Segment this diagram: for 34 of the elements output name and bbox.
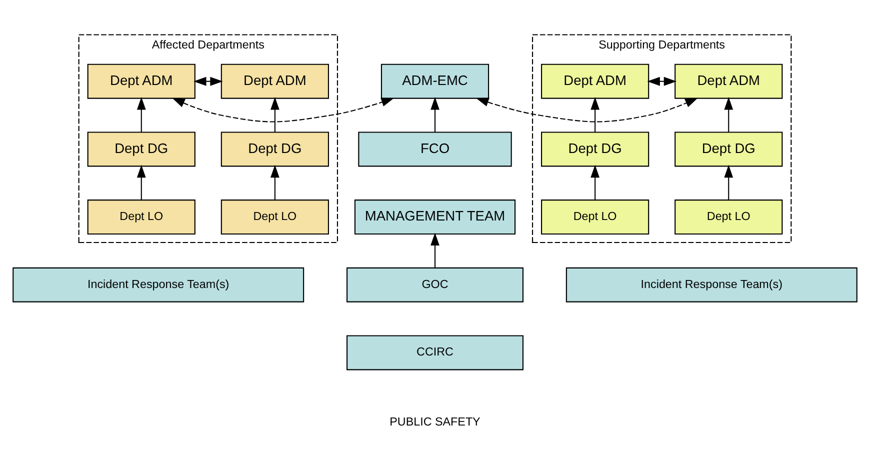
label: PUBLIC SAFETY <box>390 416 480 429</box>
arrow <box>647 76 677 86</box>
arrow <box>194 76 223 86</box>
node-box: Dept DG <box>541 132 650 167</box>
node-box: Dept DG <box>674 132 783 167</box>
arrow <box>270 164 280 200</box>
node-box: Incident Response Team(s) <box>12 267 304 302</box>
arrow <box>590 164 600 200</box>
node-box: Incident Response Team(s) <box>566 267 858 302</box>
node-box: MANAGEMENT TEAM <box>354 200 516 235</box>
node-box: Dept DG <box>220 132 329 167</box>
arrow <box>136 97 146 132</box>
node-box: Dept ADM <box>87 64 196 99</box>
arrow <box>476 98 698 122</box>
node-box: Dept ADM <box>674 64 783 99</box>
arrow <box>430 97 440 132</box>
node-box: ADM-EMC <box>380 64 490 99</box>
arrow <box>590 97 600 132</box>
arrow <box>430 232 440 268</box>
node-box: CCIRC <box>346 335 524 370</box>
node-box: Dept DG <box>87 132 196 167</box>
node-box: Dept LO <box>220 200 329 235</box>
node-box: Dept ADM <box>541 64 650 99</box>
node-box: GOC <box>346 267 524 302</box>
arrow <box>270 97 280 132</box>
arrow <box>724 97 734 132</box>
node-box: Dept ADM <box>220 64 329 99</box>
arrow <box>136 164 146 200</box>
node-box: FCO <box>358 132 512 167</box>
node-box: Dept LO <box>674 200 783 235</box>
arrow <box>724 164 734 200</box>
arrow <box>172 98 394 122</box>
node-box: Dept LO <box>541 200 650 235</box>
node-box: Dept LO <box>87 200 196 235</box>
